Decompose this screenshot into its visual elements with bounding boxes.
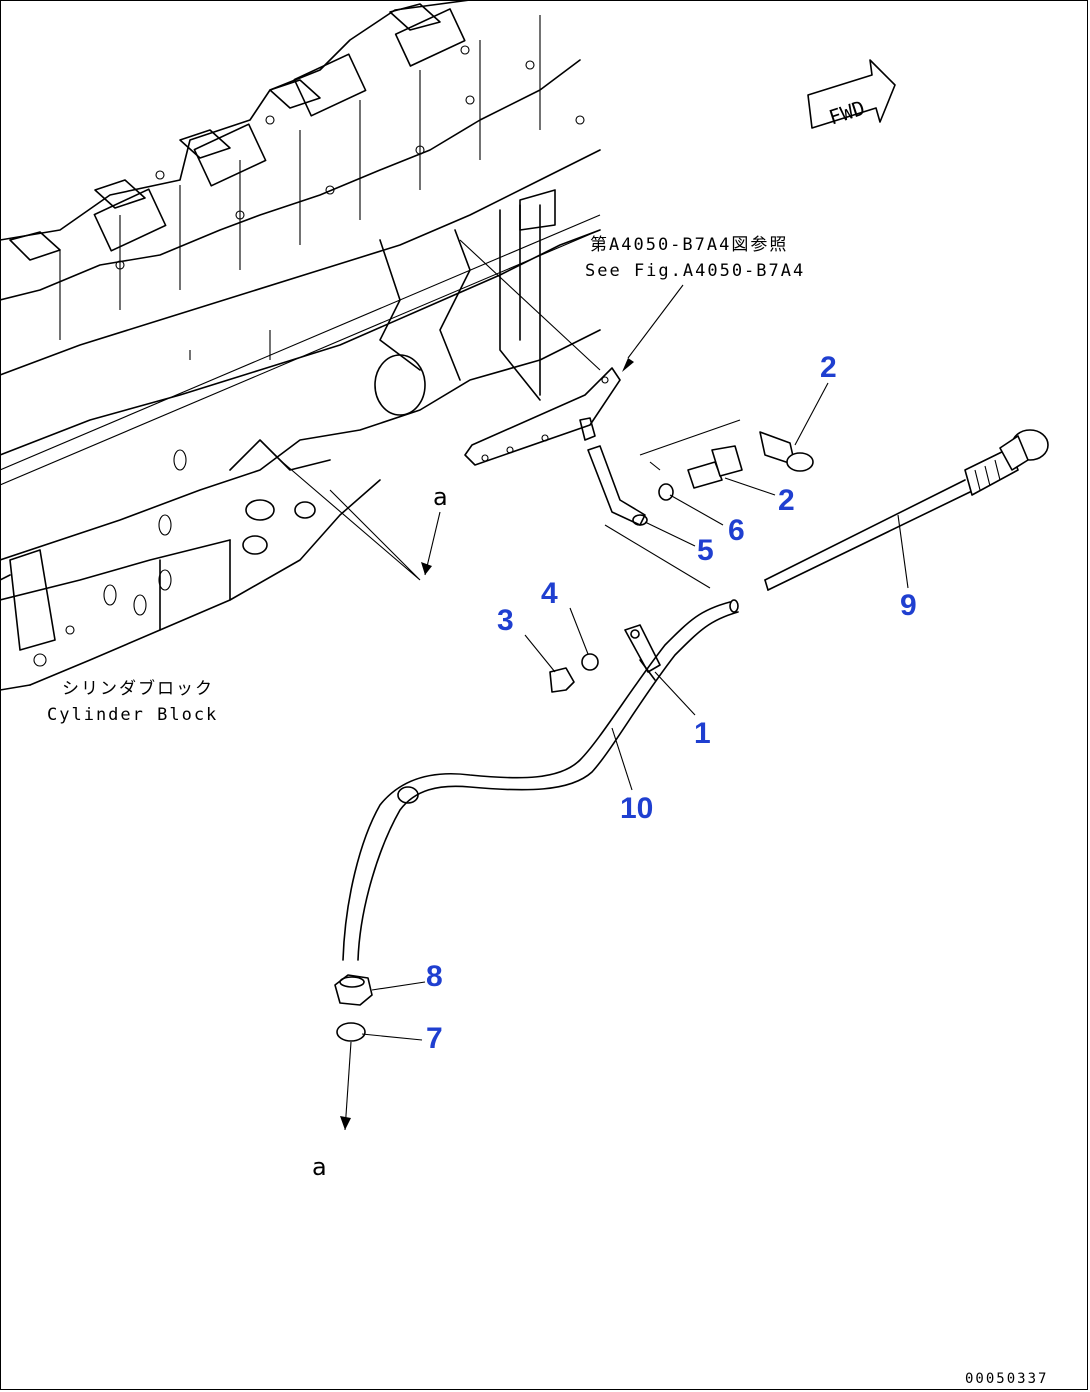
reference-note-en: See Fig.A4050-B7A4 (585, 261, 805, 281)
connector-letter-lower: a (312, 1153, 327, 1181)
forward-direction-marker: FWD (807, 59, 896, 130)
cylinder-block-label-en: Cylinder Block (47, 705, 218, 725)
washer-part-4 (581, 653, 599, 671)
callout-2-lower: 2 (778, 484, 795, 517)
clip-part-1 (624, 624, 661, 673)
nut-part-8 (334, 974, 373, 1006)
leader-lines (279, 239, 909, 1131)
bolt-part-2-upper (759, 431, 814, 472)
oil-level-gauge-part-9 (764, 429, 1049, 591)
cylinder-block-drawing (0, 0, 601, 691)
o-ring-part-7 (336, 1022, 366, 1042)
connector-letter-upper: a (433, 483, 448, 511)
callout-8: 8 (426, 960, 443, 993)
callout-1: 1 (694, 717, 711, 750)
callout-9: 9 (900, 589, 917, 622)
document-id: 00050337 (965, 1371, 1048, 1387)
callout-5: 5 (697, 534, 714, 567)
nut-part-3 (549, 667, 575, 693)
callout-3: 3 (497, 604, 514, 637)
bolt-part-2-lower (687, 445, 743, 489)
callout-4: 4 (541, 577, 558, 610)
washer-part-6 (658, 483, 674, 501)
reference-note-jp: 第A4050-B7A4図参照 (590, 235, 788, 255)
callout-10: 10 (620, 792, 653, 825)
stay-bracket (587, 445, 648, 526)
cylinder-block-label-jp: シリンダブロック (62, 678, 214, 699)
mounting-bracket (464, 367, 621, 466)
guide-tube-part-10 (342, 599, 739, 961)
callout-6: 6 (728, 514, 745, 547)
callout-7: 7 (426, 1022, 443, 1055)
callout-2-upper: 2 (820, 351, 837, 384)
